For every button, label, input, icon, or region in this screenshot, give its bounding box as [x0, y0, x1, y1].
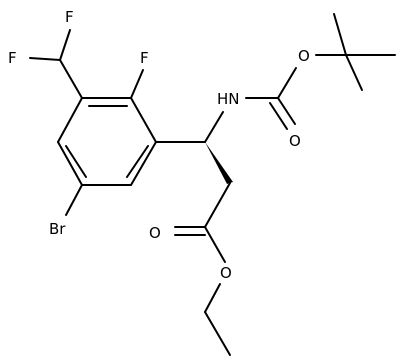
bond-ring-br [65, 184, 83, 216]
bond-ring-f3 [130, 69, 144, 99]
bond-ring-chf2 [59, 59, 83, 99]
wedge-bond-chiral-ch2 [205, 142, 233, 184]
bond-ethyl-ch3 [204, 311, 231, 356]
bond-carbamate-o-double-a [277, 97, 296, 125]
bond-ring-inner-3 [65, 145, 87, 178]
bond-chf2-f1 [59, 29, 71, 61]
bond-chf2-f2 [29, 57, 61, 61]
bond-ch2-carbonyl [204, 182, 231, 228]
atom-label-ester-o-double: O [149, 224, 161, 242]
bond-tbu-me-bottom [345, 54, 363, 91]
bond-o-ethyl [204, 283, 221, 313]
bond-ring-inner-2 [126, 145, 149, 178]
atom-label-ester-o-ether: O [220, 264, 232, 282]
atom-label-f3: F [140, 49, 149, 67]
atom-label-carbamate-o-ester: O [298, 47, 310, 65]
atom-label-f2: F [8, 49, 17, 67]
bond-carbamate-o-double-b [269, 102, 288, 130]
bond-chiral-n [204, 111, 224, 143]
atom-label-carbamate-o-double: O [289, 132, 301, 150]
bond-ring-c6-c1 [57, 97, 83, 143]
atom-label-nh: HN [217, 90, 240, 108]
bond-tbu-me-top [333, 13, 347, 56]
bond-ring-c5-c6 [57, 141, 83, 186]
bond-ring-c3-c4 [130, 141, 157, 186]
bond-carbonyl-o-ether [204, 226, 226, 263]
bond-ring-c2-c3 [130, 97, 157, 143]
bond-carbamate-o-ester [277, 67, 297, 99]
atom-label-f1: F [65, 8, 74, 26]
atom-label-br: Br [49, 220, 66, 238]
